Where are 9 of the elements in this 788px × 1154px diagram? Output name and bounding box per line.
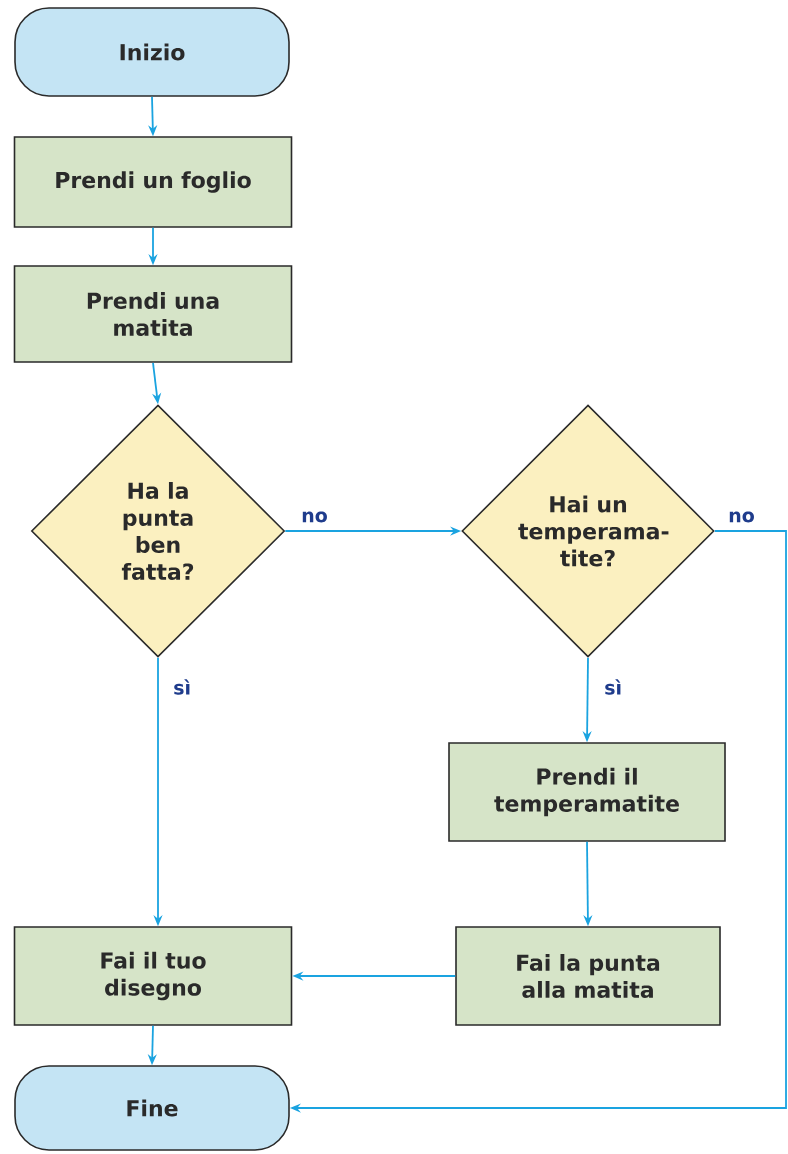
terminator-box: Fine [14, 1065, 290, 1151]
process-box: Fai il tuo disegno [13, 926, 293, 1026]
process-box: Fai la punta alla matita [455, 926, 721, 1026]
process-box: Prendi un foglio [13, 136, 293, 228]
edge-label: sì [172, 678, 193, 696]
edge-label: sì [603, 678, 624, 696]
process-box: Prendi il temperamatite [448, 742, 726, 842]
terminator-box: Inizio [14, 7, 290, 97]
process-box: Prendi una matita [13, 265, 293, 363]
